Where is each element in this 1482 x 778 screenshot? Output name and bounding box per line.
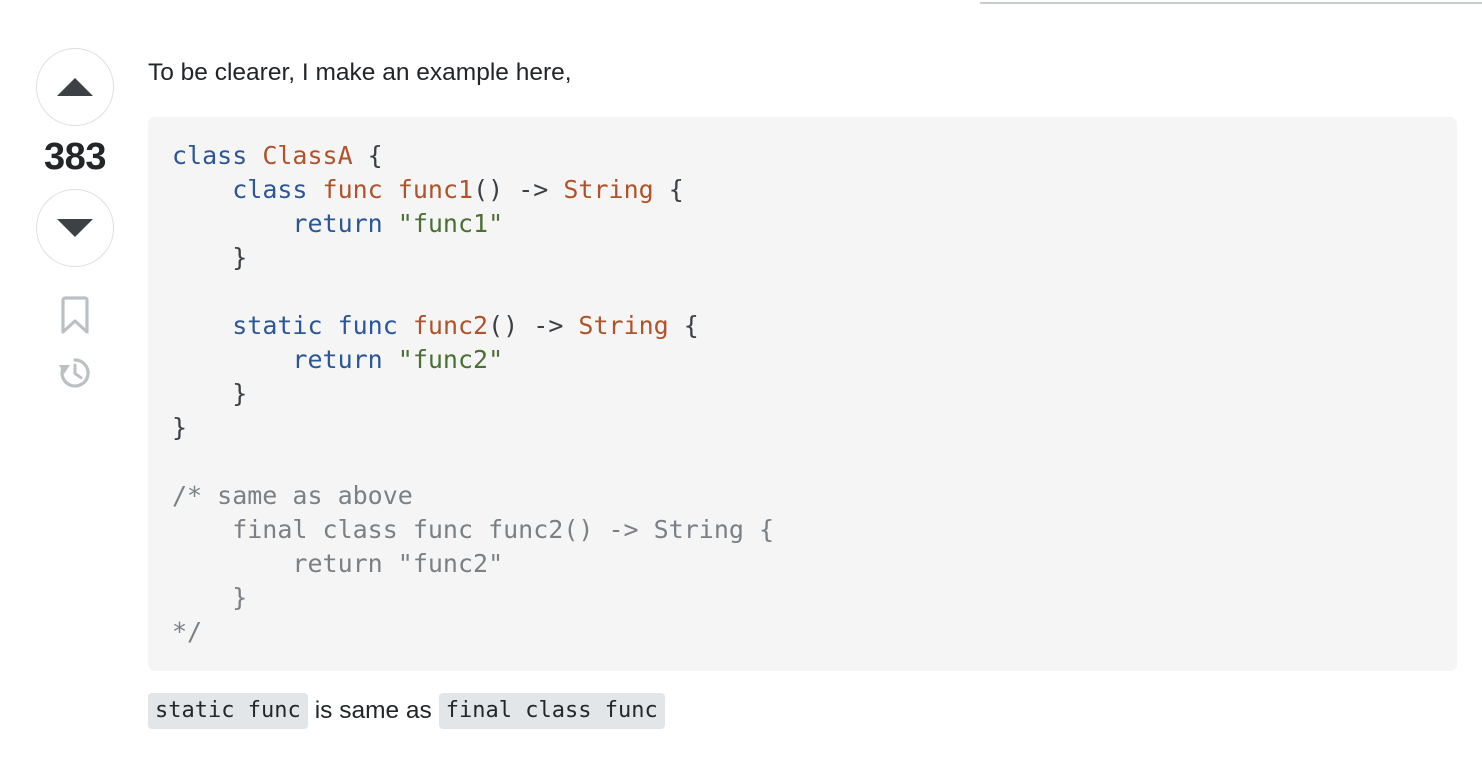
triangle-up-icon	[55, 74, 95, 100]
code-line: class func func1() -> String {	[232, 174, 684, 204]
code-line: static func func2() -> String {	[232, 310, 699, 340]
code-line: /* same as above	[172, 480, 413, 510]
code-content: class ClassA { class func func1() -> Str…	[172, 139, 1457, 649]
inline-code-static-func: static func	[148, 692, 308, 730]
inline-code-final-class-func: final class func	[438, 692, 665, 730]
code-line: class ClassA {	[172, 140, 383, 170]
history-button[interactable]	[55, 353, 95, 393]
upvote-button[interactable]	[36, 48, 114, 126]
footer-middle-text: is same as	[314, 697, 432, 724]
code-line: */	[172, 616, 203, 646]
code-block: class ClassA { class func func1() -> Str…	[148, 116, 1457, 671]
code-line: final class func func2() -> String {	[172, 514, 775, 544]
triangle-down-icon	[55, 215, 95, 241]
footer-paragraph: static func is same as final class func	[148, 671, 1458, 730]
bookmark-button[interactable]	[55, 295, 95, 335]
code-line: ​	[172, 275, 1457, 309]
history-clock-icon	[57, 355, 93, 391]
intro-paragraph: To be clearer, I make an example here,	[148, 59, 572, 86]
answer-body: To be clearer, I make an example here, c…	[148, 0, 1458, 730]
code-line: }	[172, 242, 248, 272]
code-line: return "func2"	[172, 548, 504, 578]
post-separator-line	[980, 2, 1482, 4]
code-line: return "func1"	[292, 208, 504, 238]
code-line: ​	[172, 445, 1457, 479]
code-line: }	[172, 412, 188, 442]
downvote-button[interactable]	[36, 189, 114, 267]
code-line: return "func2"	[292, 344, 504, 374]
bookmark-icon	[59, 296, 91, 334]
code-text: class ClassA { class func func1() -> Str…	[172, 139, 1457, 649]
vote-cell: 383	[0, 48, 150, 393]
code-line: }	[172, 378, 248, 408]
code-line: }	[172, 582, 248, 612]
vote-count: 383	[44, 136, 106, 178]
